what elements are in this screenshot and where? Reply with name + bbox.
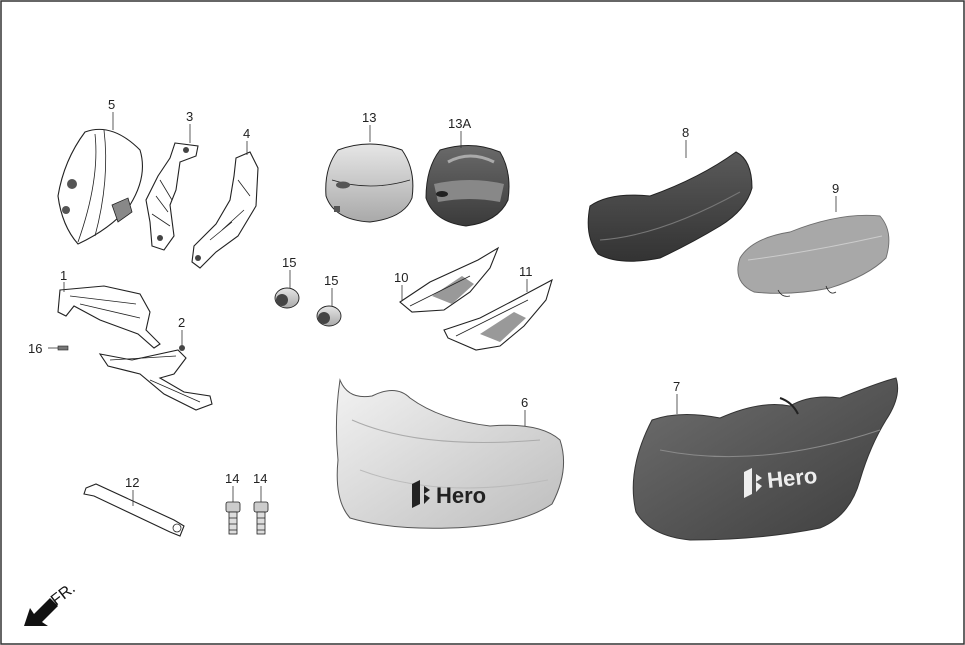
label-15b: 15 xyxy=(324,273,338,288)
part-10-side-panel: 10 xyxy=(394,246,500,313)
hero-logo-mark-light xyxy=(412,480,430,508)
cover-light-brand: Hero xyxy=(436,483,486,508)
label-6: 6 xyxy=(521,395,528,410)
label-14b: 14 xyxy=(253,471,267,486)
label-14a: 14 xyxy=(225,471,239,486)
label-1: 1 xyxy=(60,268,67,283)
part-12-rod: 12 xyxy=(83,475,185,537)
label-13: 13 xyxy=(362,110,376,125)
part-14-bolt-a: 14 xyxy=(225,471,241,535)
part-6-cover-light: Hero 6 xyxy=(335,378,565,529)
part-1-carrier: 1 xyxy=(57,268,161,349)
part-7-cover-dark: Hero 7 xyxy=(632,377,899,541)
label-8: 8 xyxy=(682,125,689,140)
label-4: 4 xyxy=(243,126,250,141)
label-5: 5 xyxy=(108,97,115,112)
part-15-cap-a: 15 xyxy=(274,255,300,309)
label-13a: 13A xyxy=(448,116,471,131)
front-direction-indicator: FR. xyxy=(24,580,79,626)
part-5-windscreen: 5 xyxy=(57,97,143,245)
part-14-bolt-b: 14 xyxy=(253,471,269,535)
part-3-bracket: 3 xyxy=(145,109,199,251)
label-16: 16 xyxy=(28,341,42,356)
part-15-cap-b: 15 xyxy=(316,273,342,327)
part-9-seat-cover: 9 xyxy=(737,181,890,297)
hero-logo-mark-dark xyxy=(744,468,762,498)
part-2-stand: 2 xyxy=(98,315,213,411)
label-9: 9 xyxy=(832,181,839,196)
label-2: 2 xyxy=(178,315,185,330)
part-13a-top-box-dark: 13A xyxy=(425,116,510,227)
part-16-pin: 16 xyxy=(28,341,69,356)
label-3: 3 xyxy=(186,109,193,124)
label-10: 10 xyxy=(394,270,408,285)
part-11-side-panel: 11 xyxy=(443,264,553,351)
part-4-bracket: 4 xyxy=(191,126,259,269)
part-8-seat: 8 xyxy=(587,125,753,262)
label-15a: 15 xyxy=(282,255,296,270)
part-13-top-box: 13 xyxy=(325,110,414,223)
label-12: 12 xyxy=(125,475,139,490)
label-7: 7 xyxy=(673,379,680,394)
front-arrow-icon xyxy=(24,598,58,626)
cover-dark-brand: Hero xyxy=(766,463,818,493)
label-11: 11 xyxy=(519,264,533,279)
